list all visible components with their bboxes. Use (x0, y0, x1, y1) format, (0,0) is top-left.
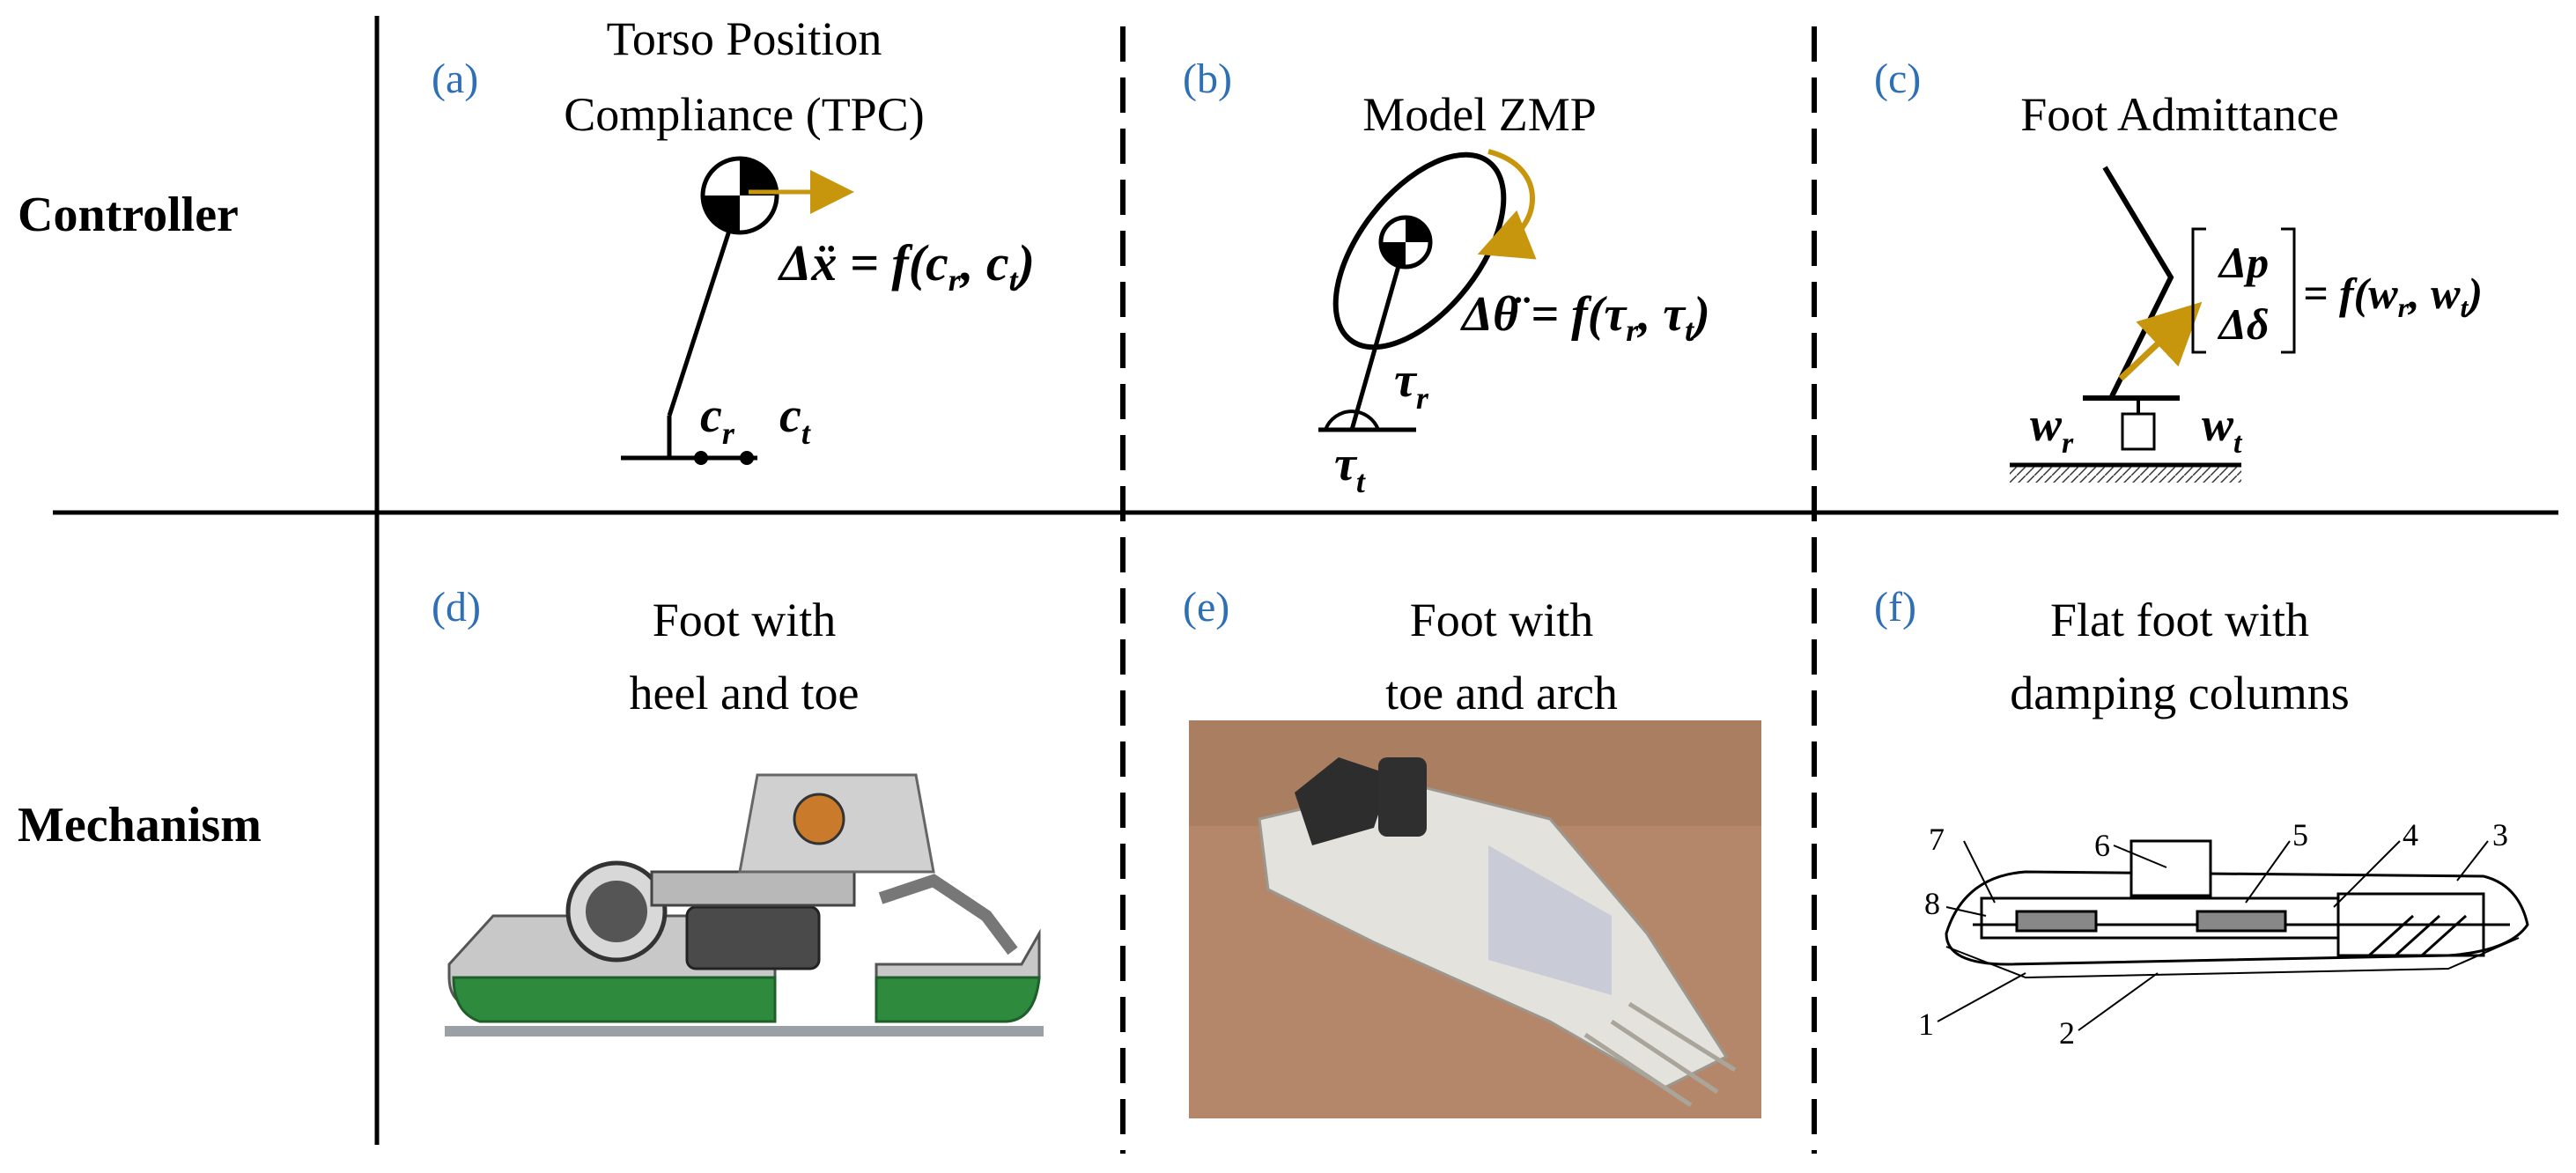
callout-1: 1 (1918, 1007, 1934, 1042)
panel-a: (a) Torso Position Compliance (TPC) Δẍ =… (432, 12, 1035, 465)
flat-foot-section-drawing (1945, 839, 2529, 979)
rotation-arrow (1477, 149, 1537, 260)
label-tau-r: τr (1394, 353, 1429, 416)
equation-a: Δẍ = f(cr, ct) (778, 234, 1035, 298)
panel-b: (b) Model ZMP Δθ̈ = f(τr, τt) τr τt (1183, 55, 1710, 499)
callout-6: 6 (2094, 828, 2110, 863)
panel-tag-b: (b) (1183, 55, 1232, 102)
row-label-mechanism: Mechanism (18, 798, 262, 852)
callout-2: 2 (2059, 1015, 2075, 1051)
panel-e-title-line2: toe and arch (1385, 667, 1618, 719)
torso-link (667, 230, 732, 417)
callout-7: 7 (1929, 822, 1945, 857)
panel-f-title-line2: damping columns (2010, 667, 2349, 719)
panel-tag-f: (f) (1874, 584, 1916, 631)
matrix-top: Δp (2218, 238, 2269, 287)
panel-f-title-line1: Flat foot with (2050, 594, 2309, 646)
cr-point (694, 451, 708, 465)
panel-tag-a: (a) (432, 55, 478, 102)
panel-b-title: Model ZMP (1362, 88, 1597, 141)
panel-tag-e: (e) (1183, 584, 1229, 631)
panel-a-title-line2: Compliance (TPC) (564, 88, 924, 141)
toe-arch-foot-photo (1189, 720, 1761, 1118)
panel-e: (e) Foot with toe and arch (1183, 584, 1761, 1118)
matrix-bottom: Δδ (2218, 299, 2270, 349)
panel-d-title-line1: Foot with (653, 594, 837, 646)
label-wt: wt (2202, 398, 2243, 460)
panel-tag-c: (c) (1874, 55, 1921, 102)
leg-chain (2102, 166, 2174, 398)
panel-f: (f) Flat foot with damping columns 7 6 5 (1874, 584, 2529, 1051)
torque-arc (1324, 409, 1380, 431)
heel-toe-foot-render (445, 773, 1044, 1037)
callout-4: 4 (2403, 817, 2418, 852)
spring-damper-icon (2121, 412, 2156, 451)
admittance-arrow (2118, 301, 2203, 381)
callout-leaders (1937, 840, 2489, 1031)
label-cr: cr (700, 388, 735, 451)
label-wr: wr (2030, 398, 2074, 460)
matrix-bracket-right (2281, 227, 2296, 354)
matrix-bracket-left (2191, 227, 2206, 354)
com-mass-icon-b (1378, 215, 1433, 269)
equation-b: Δθ̈ = f(τr, τt) (1460, 287, 1710, 348)
com-mass-icon (700, 156, 779, 235)
panel-tag-d: (d) (432, 584, 481, 631)
body-ellipse (1332, 151, 1507, 350)
row-label-controller: Controller (18, 188, 239, 242)
panel-d-title-line2: heel and toe (630, 667, 860, 719)
label-ct: ct (779, 388, 811, 451)
panel-d: (d) Foot with heel and toe (432, 584, 1044, 1037)
panel-c-title: Foot Admittance (2020, 88, 2338, 141)
callout-8: 8 (1924, 886, 1940, 921)
panel-e-title-line1: Foot with (1410, 594, 1594, 646)
equation-c: = f(wr, wt) (2303, 269, 2483, 323)
callout-5: 5 (2292, 817, 2308, 852)
label-tau-t: τt (1334, 437, 1366, 499)
ct-point (740, 451, 754, 465)
stance-link (1349, 265, 1401, 431)
panel-c: (c) Foot Admittance Δp Δδ = f(wr, wt) wr… (1874, 55, 2483, 483)
callout-3: 3 (2492, 817, 2508, 852)
panel-a-title-line1: Torso Position (607, 12, 882, 65)
ground-hatch (2010, 467, 2241, 483)
